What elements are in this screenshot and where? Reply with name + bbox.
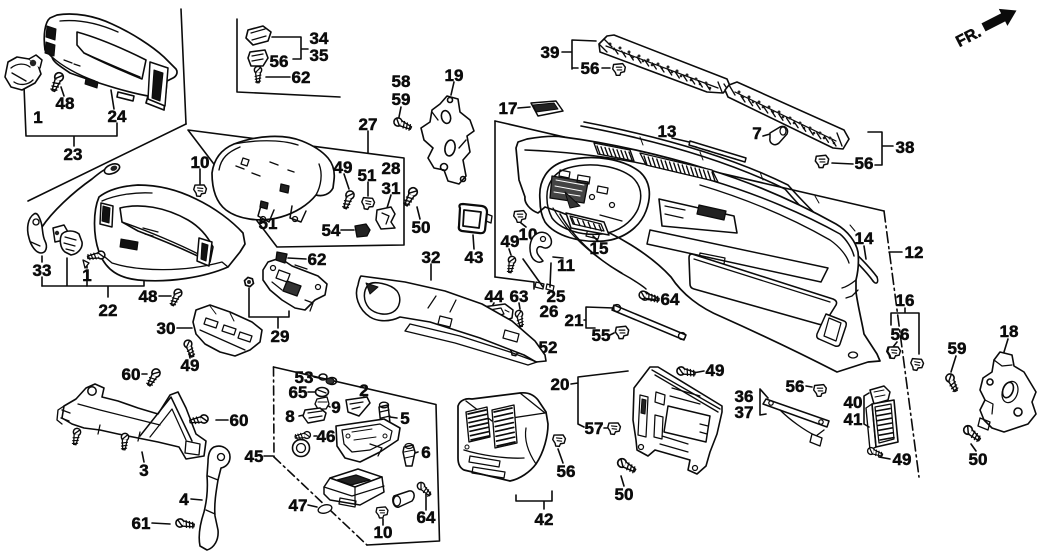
svg-text:49: 49 — [334, 158, 353, 177]
svg-text:36: 36 — [735, 387, 754, 406]
svg-text:44: 44 — [485, 287, 504, 306]
svg-text:49: 49 — [181, 356, 200, 375]
svg-text:64: 64 — [417, 508, 436, 527]
svg-text:56: 56 — [557, 462, 576, 481]
svg-text:28: 28 — [382, 159, 401, 178]
svg-text:10: 10 — [191, 153, 210, 172]
svg-text:55: 55 — [592, 326, 611, 345]
svg-text:51: 51 — [358, 166, 377, 185]
svg-text:33: 33 — [33, 261, 52, 280]
svg-text:6: 6 — [421, 443, 430, 462]
svg-text:4: 4 — [179, 490, 189, 509]
svg-text:24: 24 — [108, 107, 127, 126]
svg-text:40: 40 — [844, 393, 863, 412]
svg-text:62: 62 — [292, 68, 311, 87]
svg-text:2: 2 — [359, 381, 368, 400]
svg-text:60: 60 — [122, 365, 141, 384]
svg-text:64: 64 — [661, 290, 680, 309]
svg-text:56: 56 — [581, 59, 600, 78]
svg-text:43: 43 — [465, 248, 484, 267]
svg-text:50: 50 — [969, 450, 988, 469]
svg-text:29: 29 — [271, 327, 290, 346]
svg-text:54: 54 — [322, 221, 341, 240]
svg-text:8: 8 — [285, 407, 294, 426]
svg-text:50: 50 — [412, 218, 431, 237]
svg-text:22: 22 — [99, 301, 118, 320]
svg-text:17: 17 — [499, 99, 518, 118]
svg-text:1: 1 — [33, 108, 42, 127]
svg-text:26: 26 — [540, 302, 559, 321]
svg-text:65: 65 — [289, 383, 308, 402]
svg-text:61: 61 — [132, 514, 151, 533]
svg-text:48: 48 — [139, 287, 158, 306]
svg-text:5: 5 — [400, 409, 409, 428]
svg-text:38: 38 — [896, 138, 915, 157]
svg-text:56: 56 — [891, 325, 910, 344]
svg-text:35: 35 — [310, 46, 329, 65]
svg-text:49: 49 — [501, 232, 520, 251]
svg-text:46: 46 — [317, 427, 336, 446]
svg-text:56: 56 — [270, 52, 289, 71]
svg-text:30: 30 — [157, 319, 176, 338]
svg-text:59: 59 — [948, 339, 967, 358]
svg-text:19: 19 — [445, 66, 464, 85]
svg-text:37: 37 — [735, 403, 754, 422]
svg-text:48: 48 — [56, 94, 75, 113]
svg-text:21: 21 — [565, 311, 584, 330]
svg-text:56: 56 — [855, 154, 874, 173]
svg-text:11: 11 — [557, 256, 575, 275]
svg-text:57: 57 — [585, 419, 604, 438]
svg-text:58: 58 — [392, 72, 411, 91]
svg-text:18: 18 — [1000, 322, 1019, 341]
svg-text:32: 32 — [422, 248, 441, 267]
svg-text:49: 49 — [893, 450, 912, 469]
svg-text:50: 50 — [615, 485, 634, 504]
svg-text:49: 49 — [706, 361, 725, 380]
svg-text:9: 9 — [331, 398, 340, 417]
svg-text:1: 1 — [82, 266, 91, 285]
svg-text:34: 34 — [310, 29, 329, 48]
svg-text:59: 59 — [392, 90, 411, 109]
svg-text:14: 14 — [855, 229, 874, 248]
svg-text:20: 20 — [551, 375, 570, 394]
svg-text:63: 63 — [510, 287, 529, 306]
svg-text:10: 10 — [374, 523, 393, 542]
svg-text:27: 27 — [359, 115, 378, 134]
svg-text:47: 47 — [289, 496, 308, 515]
svg-text:53: 53 — [295, 368, 314, 387]
svg-text:39: 39 — [541, 43, 560, 62]
svg-text:16: 16 — [896, 291, 915, 310]
svg-text:23: 23 — [64, 145, 83, 164]
svg-text:56: 56 — [786, 377, 805, 396]
svg-text:45: 45 — [245, 447, 264, 466]
svg-text:12: 12 — [905, 243, 924, 262]
svg-text:62: 62 — [308, 250, 327, 269]
svg-text:60: 60 — [230, 411, 249, 430]
svg-text:31: 31 — [382, 179, 401, 198]
svg-text:7: 7 — [752, 124, 761, 143]
svg-text:42: 42 — [535, 510, 554, 529]
svg-text:3: 3 — [139, 461, 148, 480]
svg-text:13: 13 — [658, 122, 677, 141]
svg-text:25: 25 — [547, 287, 566, 306]
svg-text:41: 41 — [844, 410, 863, 429]
